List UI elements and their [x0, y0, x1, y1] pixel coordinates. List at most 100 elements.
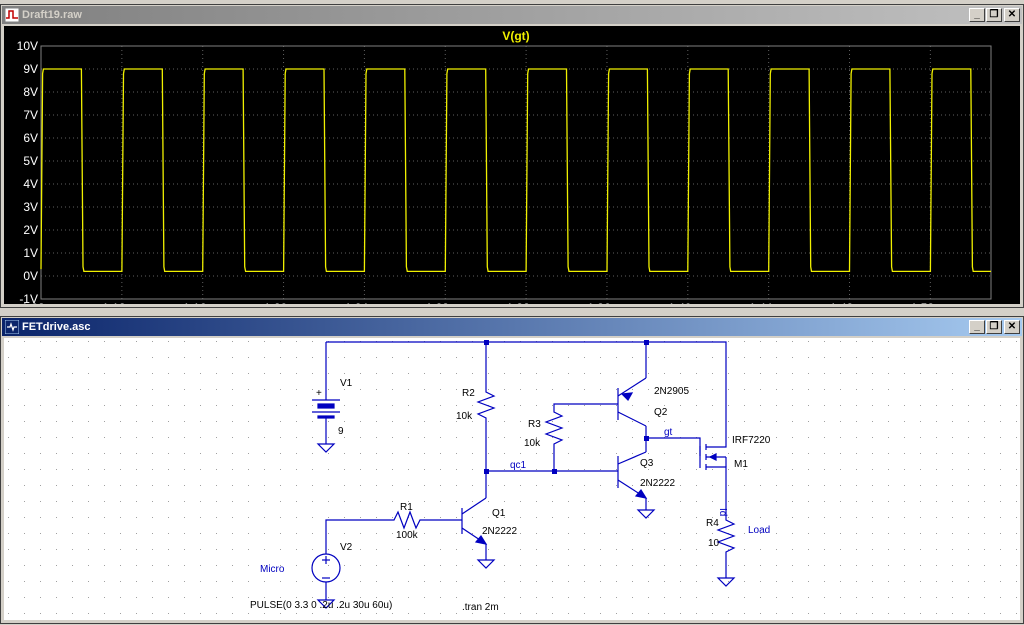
- x-tick-label: 1.12ms: [102, 301, 141, 304]
- ground-icon: [636, 509, 656, 519]
- transistor-q3[interactable]: [617, 451, 648, 499]
- y-tick-label: 9V: [23, 62, 38, 76]
- junction: [644, 340, 649, 345]
- y-tick-label: 0V: [23, 269, 38, 283]
- plot-grid: [40, 45, 991, 300]
- label-q3-model[interactable]: 2N2222: [640, 478, 675, 489]
- label-v1[interactable]: V1: [340, 378, 353, 389]
- schematic-title: FETdrive.asc: [22, 321, 91, 333]
- y-tick-label: 3V: [23, 200, 38, 214]
- x-tick-label: 1.36ms: [587, 301, 626, 304]
- label-q2[interactable]: Q2: [654, 407, 668, 418]
- schematic-titlebar[interactable]: FETdrive.asc _ ❐ ✕: [2, 318, 1022, 336]
- label-m1[interactable]: M1: [734, 459, 748, 470]
- label-r3-value[interactable]: 10k: [524, 438, 541, 449]
- ground-icon: [316, 443, 336, 453]
- battery-plus-sign: +: [316, 388, 322, 399]
- close-button[interactable]: ✕: [1004, 8, 1020, 22]
- wire-top-rail: [326, 341, 727, 434]
- label-q1-model[interactable]: 2N2222: [482, 526, 517, 537]
- source-v2[interactable]: [311, 553, 341, 583]
- x-tick-label: 1.28ms: [426, 301, 465, 304]
- resistor-r3[interactable]: [544, 406, 564, 450]
- restore-button[interactable]: ❐: [986, 320, 1002, 334]
- mosfet-m1[interactable]: [699, 434, 727, 478]
- label-r4[interactable]: R4: [706, 518, 719, 529]
- junction: [644, 436, 649, 441]
- schematic-drawing[interactable]: +: [4, 338, 1020, 620]
- wires: [325, 341, 727, 600]
- label-r2-value[interactable]: 10k: [456, 411, 473, 422]
- waveform-titlebar[interactable]: Draft19.raw _ ❐ ✕: [2, 6, 1022, 24]
- x-axis-ticks: 1.08ms 1.12ms 1.16ms 1.20ms 1.24ms 1.28ms 1.32…: [21, 301, 950, 315]
- spice-directive[interactable]: .tran 2m: [462, 602, 499, 613]
- label-r4-name[interactable]: Load: [748, 525, 770, 536]
- y-tick-label: 1V: [23, 246, 38, 260]
- schematic-icon: [5, 320, 19, 334]
- label-r2[interactable]: R2: [462, 388, 475, 399]
- dot-grid: [4, 338, 1020, 620]
- x-tick-label: 1.32ms: [506, 301, 545, 304]
- ground-icon: [716, 577, 736, 587]
- label-v2-value[interactable]: PULSE(0 3.3 0 .2u .2u 30u 60u): [250, 600, 392, 611]
- label-v2[interactable]: V2: [340, 542, 353, 553]
- schematic-canvas[interactable]: +: [4, 338, 1020, 620]
- y-tick-label: 10V: [17, 39, 38, 53]
- plot-series: [40, 68, 991, 273]
- y-tick-label: 7V: [23, 108, 38, 122]
- current-probe-label[interactable]: Id: [717, 508, 728, 516]
- minimize-button[interactable]: _: [969, 320, 985, 334]
- resistor-r2[interactable]: [476, 386, 496, 422]
- junction: [552, 469, 557, 474]
- label-q2-model[interactable]: 2N2905: [654, 386, 689, 397]
- wire-r3-top: [553, 403, 618, 406]
- junction: [484, 469, 489, 474]
- schematic-window[interactable]: FETdrive.asc _ ❐ ✕: [0, 316, 1024, 624]
- x-tick-label: 1.52ms: [911, 301, 950, 304]
- junctions: [484, 340, 649, 474]
- resistor-r1[interactable]: [388, 510, 424, 530]
- ground-icon: [316, 599, 336, 609]
- label-r4-value[interactable]: 10: [708, 538, 720, 549]
- ground-icon: [476, 559, 496, 569]
- plot-frame: [40, 45, 992, 300]
- x-tick-label: 1.24ms: [345, 301, 384, 304]
- restore-button[interactable]: ❐: [986, 8, 1002, 22]
- x-tick-label: 1.40ms: [668, 301, 707, 304]
- label-r1-value[interactable]: 100k: [396, 530, 419, 541]
- close-button[interactable]: ✕: [1004, 320, 1020, 334]
- label-m1-model[interactable]: IRF7220: [732, 435, 771, 446]
- battery-v1[interactable]: [312, 399, 340, 419]
- x-tick-label: 1.44ms: [749, 301, 788, 304]
- label-q1[interactable]: Q1: [492, 508, 506, 519]
- label-r3[interactable]: R3: [528, 419, 541, 430]
- y-tick-label: 2V: [23, 223, 38, 237]
- label-v1-value[interactable]: 9: [338, 426, 344, 437]
- y-tick-label: -1V: [19, 292, 38, 304]
- label-v2-name[interactable]: Micro: [260, 564, 285, 575]
- transistor-q1[interactable]: [461, 497, 488, 545]
- series-line-vgt[interactable]: [40, 68, 991, 273]
- trace-label[interactable]: V(gt): [502, 29, 529, 43]
- label-q3[interactable]: Q3: [640, 458, 654, 469]
- label-r1[interactable]: R1: [400, 502, 413, 513]
- minimize-button[interactable]: _: [969, 8, 985, 22]
- transistor-q2[interactable]: [617, 377, 647, 427]
- wire-r1-left: [325, 519, 388, 554]
- junction: [484, 340, 489, 345]
- x-tick-label: 1.20ms: [264, 301, 303, 304]
- y-tick-label: 8V: [23, 85, 38, 99]
- net-label-gt[interactable]: gt: [664, 427, 673, 438]
- y-tick-label: 6V: [23, 131, 38, 145]
- waveform-title: Draft19.raw: [22, 9, 82, 21]
- net-label-qc1[interactable]: qc1: [510, 460, 527, 471]
- x-tick-label: 1.08ms: [21, 301, 60, 304]
- y-tick-label: 5V: [23, 154, 38, 168]
- resistor-r4[interactable]: [716, 514, 736, 556]
- x-tick-label: 1.48ms: [830, 301, 869, 304]
- x-tick-label: 1.16ms: [183, 301, 222, 304]
